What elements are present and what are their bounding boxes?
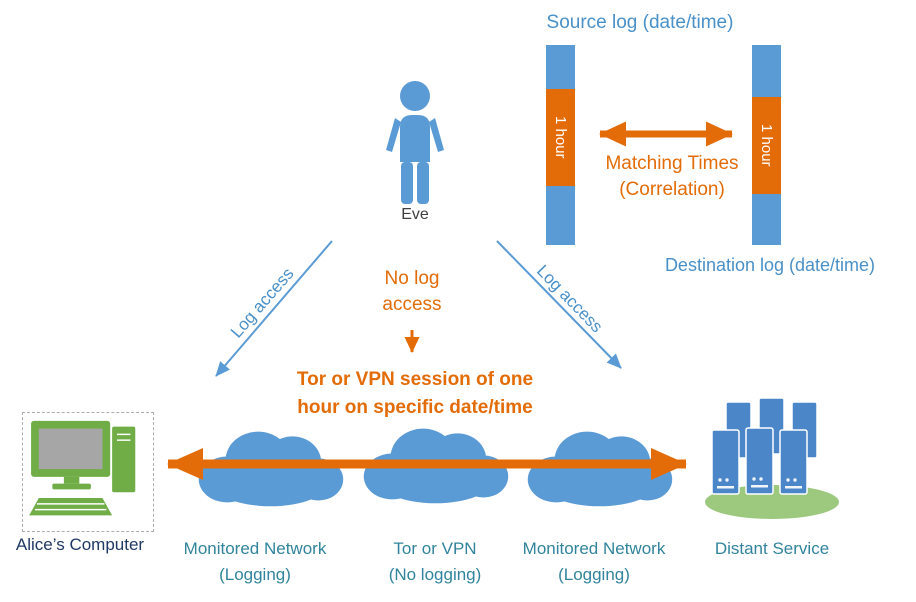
alice-computer-label: Alice’s Computer <box>15 535 145 554</box>
destination-timeline-bar: 1 hour <box>752 45 781 245</box>
source-log-label: Source log (date/time) <box>546 12 734 33</box>
tor-vpn-network-label: Tor or VPN (No logging) <box>388 539 482 585</box>
distant-service-servers-icon <box>700 397 845 524</box>
alice-computer-icon <box>22 412 154 532</box>
monitored-network-cloud-right-icon <box>517 424 682 512</box>
monitored-network-label-right: Monitored Network (Logging) <box>522 539 666 585</box>
session-description-label: Tor or VPN session of one hour on specif… <box>296 369 534 418</box>
source-timeline-bar: 1 hour <box>546 45 575 245</box>
destination-hour-label: 1 hour <box>758 124 775 167</box>
destination-log-label: Destination log (date/time) <box>664 255 876 275</box>
source-hour-label: 1 hour <box>552 116 569 159</box>
log-access-label-right: Log access <box>532 261 607 337</box>
monitored-network-cloud-left-icon <box>188 424 353 512</box>
tor-vpn-cloud-icon <box>353 421 518 509</box>
eve-person-icon <box>382 80 448 206</box>
matching-times-label: Matching Times (Correlation) <box>605 153 739 200</box>
log-access-arrow-left <box>215 240 333 377</box>
destination-hour-segment: 1 hour <box>752 97 781 194</box>
log-access-label-left: Log access <box>226 264 298 342</box>
distant-service-label: Distant Service <box>714 539 830 558</box>
no-log-access-label: No log access <box>382 268 442 315</box>
source-hour-segment: 1 hour <box>546 89 575 186</box>
eve-label: Eve <box>401 206 429 223</box>
monitored-network-label-left: Monitored Network (Logging) <box>183 539 327 585</box>
